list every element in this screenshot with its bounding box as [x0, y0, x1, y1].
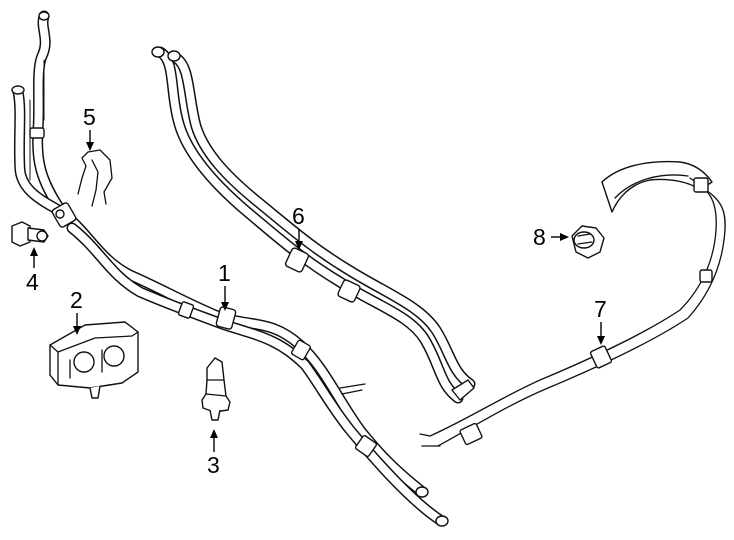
callout-label-1: 1 — [218, 260, 231, 286]
callout-3: 3 — [207, 429, 220, 478]
callout-label-2: 2 — [70, 287, 83, 313]
callout-label-4: 4 — [26, 269, 39, 295]
callout-label-3: 3 — [207, 452, 220, 478]
callout-label-8: 8 — [533, 224, 546, 250]
part-4-fitting — [11, 221, 49, 247]
part-1-cooler-hose — [11, 10, 449, 527]
callout-label-6: 6 — [292, 203, 305, 229]
callout-5: 5 — [83, 104, 96, 151]
callout-8: 8 — [533, 224, 569, 250]
callout-label-5: 5 — [83, 104, 96, 130]
part-6-upper-hose — [151, 46, 476, 404]
part-8-cap — [571, 225, 605, 259]
callout-1: 1 — [218, 260, 231, 311]
callout-4: 4 — [26, 247, 39, 295]
part-2-bracket — [49, 321, 139, 399]
callout-label-7: 7 — [594, 296, 607, 322]
callout-2: 2 — [70, 287, 83, 335]
part-5-spring-clip — [77, 149, 113, 207]
callout-7: 7 — [594, 296, 607, 345]
part-7-rear-line — [419, 160, 726, 447]
part-3-clip — [201, 357, 231, 421]
callout-6: 6 — [292, 203, 305, 250]
